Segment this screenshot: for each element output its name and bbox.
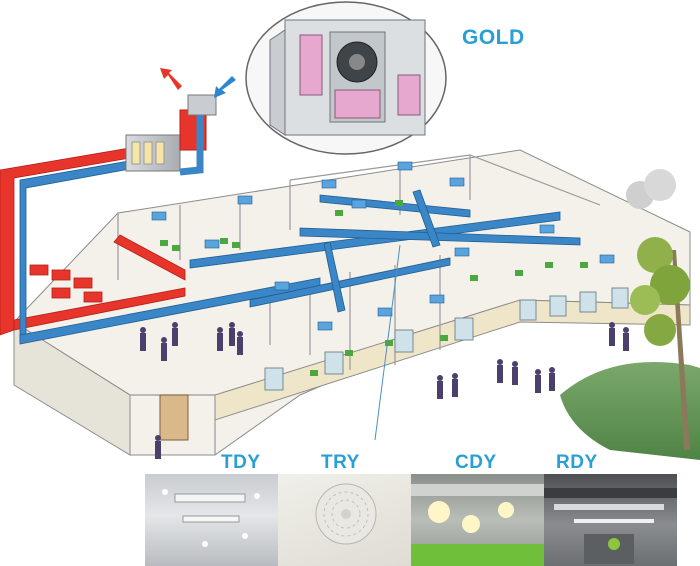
- windows: [264, 287, 629, 391]
- product-label-rdy: RDY: [556, 452, 598, 473]
- air-handling-unit-icon: [125, 94, 217, 176]
- entrance-door: [159, 394, 189, 441]
- product-label-tdy: TDY: [221, 452, 261, 473]
- photo-try-swirl-diffuser: [278, 474, 411, 566]
- tree-icon: [626, 169, 690, 450]
- ceiling-diffusers: [151, 161, 615, 331]
- photo-cdy-exposed-diffuser: [411, 474, 544, 566]
- gold-unit-illustration: [269, 19, 426, 136]
- classroom-furniture: [160, 200, 588, 376]
- outer-wall: [13, 321, 131, 456]
- unit-label: GOLD: [462, 26, 525, 49]
- product-label-try: TRY: [321, 452, 360, 473]
- product-label-cdy: CDY: [455, 452, 497, 473]
- photo-tdy-linear-diffuser: [145, 474, 278, 566]
- exhaust-air-arrow-icon: [160, 68, 182, 90]
- leader-line: [374, 244, 401, 441]
- supply-air-arrow-icon: [214, 76, 236, 98]
- lawn: [560, 361, 700, 460]
- photo-rdy-duct-diffuser: [544, 474, 677, 566]
- people: [140, 322, 629, 459]
